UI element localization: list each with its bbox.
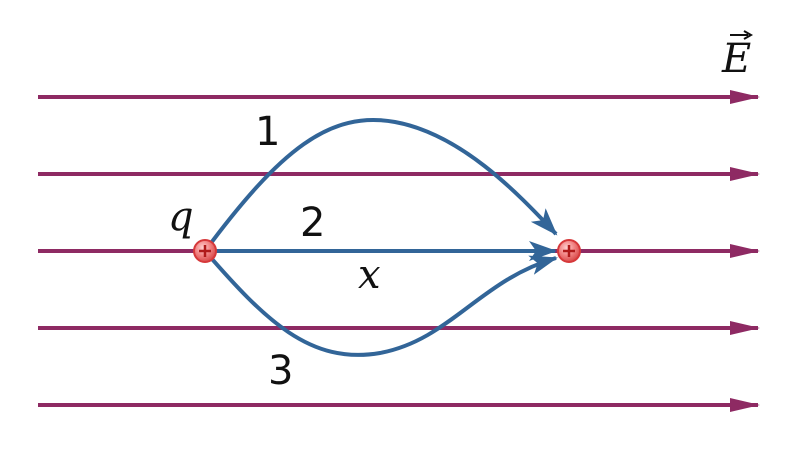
- field-label: E: [721, 30, 754, 82]
- charge-paths: [203, 117, 558, 357]
- path-1-label: 1: [255, 109, 280, 155]
- field-label-text: E: [721, 36, 751, 82]
- path-3-label: 3: [268, 348, 293, 394]
- start-charge: [193, 239, 217, 263]
- displacement-label: x: [358, 252, 381, 298]
- path-3-curve: [203, 249, 558, 357]
- end-charge: [557, 239, 581, 263]
- path-2-label: 2: [300, 200, 325, 246]
- charge-label: q: [168, 194, 194, 240]
- path-1-curve: [203, 117, 558, 253]
